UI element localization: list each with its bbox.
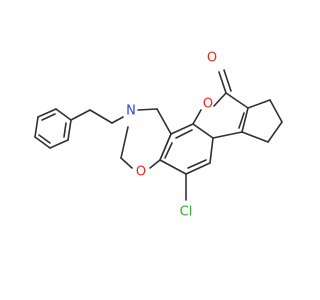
central-benzene-ring	[159, 123, 214, 175]
pyranone-ring	[192, 69, 249, 139]
ethyl-linker	[70, 109, 124, 124]
oxazine-oxygen-label: O	[136, 165, 146, 180]
background	[0, 0, 300, 300]
cyclopentane-ring	[241, 99, 283, 143]
carbonyl-oxygen-label: O	[207, 51, 217, 66]
chlorine-label: Cl	[180, 205, 193, 220]
amine-nitrogen-label: N	[126, 104, 136, 119]
phenyl-ring	[34, 108, 72, 149]
pyranone-oxygen-label: O	[203, 97, 213, 112]
molecule-structure-diagram: O O O N Cl	[0, 0, 300, 300]
